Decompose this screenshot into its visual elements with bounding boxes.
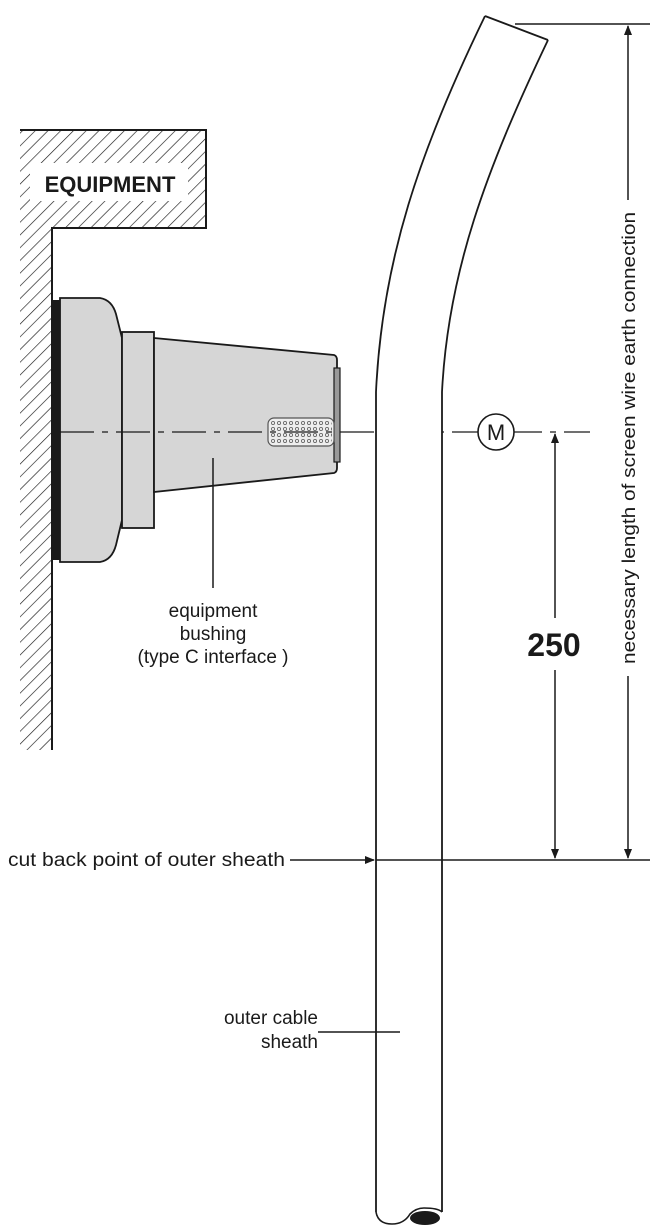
sheath-label-line2: sheath [261, 1032, 318, 1053]
cutback-label: cut back point of outer sheath [8, 850, 285, 871]
equipment-label-background [30, 163, 188, 201]
equipment-wall: EQUIPMENT [20, 129, 207, 750]
m-marker-label: M [487, 420, 505, 445]
bushing-label-line3: (type C interface ) [138, 647, 289, 668]
m-marker-circle [477, 413, 515, 451]
bushing-label-line2: bushing [180, 624, 247, 645]
bushing-flange [59, 297, 123, 563]
screen-wire-length-label: necessary length of screen wire earth co… [619, 212, 639, 664]
bushing-mounting-plate [52, 300, 60, 560]
cable-top-end [484, 15, 549, 41]
cable-body-fill [376, 16, 548, 1215]
dimension-250-value: 250 [527, 627, 580, 663]
equipment-label: EQUIPMENT [45, 172, 176, 197]
sheath-callout: outer cable sheath [224, 1008, 400, 1053]
sheath-label-line1: outer cable [224, 1008, 318, 1029]
bushing-tapered-body [153, 337, 338, 493]
m-marker: M [477, 413, 515, 451]
cutback-callout: cut back point of outer sheath [8, 850, 375, 871]
bushing-label-line1: equipment [169, 601, 258, 622]
bushing-callout: equipment bushing (type C interface ) [138, 458, 289, 668]
dimension-250-gap [540, 618, 570, 670]
screen-wire-length-gap [614, 200, 644, 676]
cable-bottom-break [375, 1207, 443, 1225]
bushing-collar [121, 331, 155, 529]
cable-core-section [410, 1211, 440, 1225]
cable [375, 15, 549, 1225]
bushing-end-contact [333, 367, 341, 463]
cable-right-edge [441, 39, 549, 1212]
cable-left-edge [375, 15, 486, 1212]
equipment-bushing [52, 297, 341, 563]
dimensions: 250 necessary length of screen wire eart… [376, 23, 650, 861]
